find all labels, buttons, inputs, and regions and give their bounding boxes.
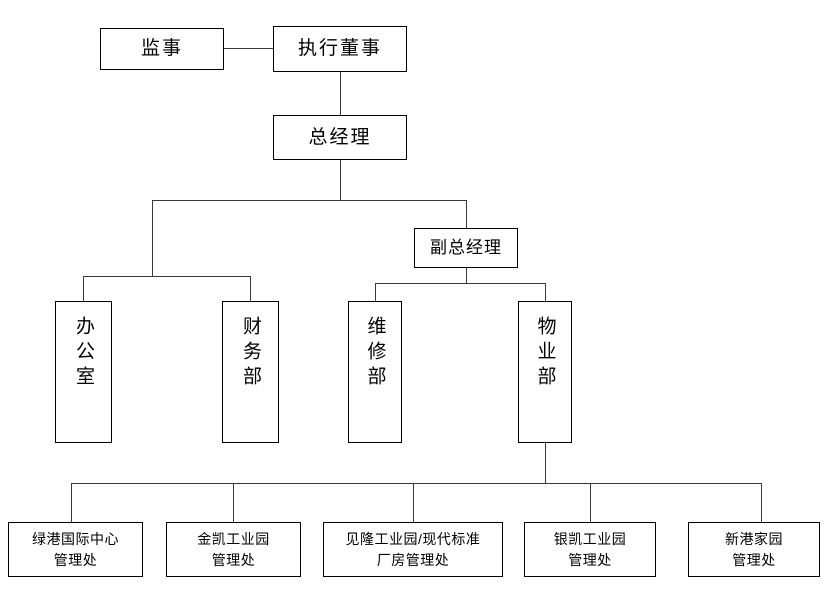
node-property-dept-label: 物业部 — [534, 316, 556, 391]
connector-office-2-drop — [233, 483, 234, 522]
connector-office-1-drop — [71, 483, 72, 522]
node-deputy-general-manager-label: 副总经理 — [430, 237, 502, 257]
connector-gm-bus-right-drop — [466, 200, 467, 228]
node-executive-director[interactable]: 执行董事 — [273, 26, 407, 72]
node-management-office-4[interactable]: 银凯工业园 管理处 — [524, 522, 656, 577]
connector-deputy-drop — [466, 268, 467, 283]
node-finance-dept[interactable]: 财务部 — [222, 301, 279, 443]
node-office-label: 办公室 — [73, 316, 94, 391]
connector-offices-bus — [71, 483, 761, 484]
connector-office-4-drop — [590, 483, 591, 522]
node-general-manager[interactable]: 总经理 — [273, 115, 407, 160]
connector-deputy-bus — [375, 283, 546, 284]
node-management-office-3-label: 见隆工业园/现代标准 厂房管理处 — [345, 530, 481, 568]
node-general-manager-label: 总经理 — [308, 126, 372, 148]
connector-office-3-drop — [413, 483, 414, 522]
node-executive-director-label: 执行董事 — [297, 38, 382, 60]
connector-admin-bus — [83, 276, 250, 277]
connector-gm-drop — [340, 160, 341, 200]
connector-maintenance-drop — [375, 283, 376, 301]
node-management-office-1-label: 绿港国际中心 管理处 — [32, 530, 119, 568]
node-supervisor[interactable]: 监事 — [100, 28, 224, 70]
connector-supervisor-to-executive — [224, 48, 273, 49]
node-property-dept[interactable]: 物业部 — [518, 301, 572, 443]
node-finance-dept-label: 财务部 — [240, 316, 261, 391]
node-management-office-5-label: 新港家园 管理处 — [725, 530, 783, 568]
connector-office-5-drop — [761, 483, 762, 522]
connector-office-drop — [83, 276, 84, 301]
node-management-office-1[interactable]: 绿港国际中心 管理处 — [8, 522, 143, 577]
node-management-office-2-label: 金凯工业园 管理处 — [197, 530, 270, 568]
node-office[interactable]: 办公室 — [55, 301, 112, 443]
node-management-office-4-label: 银凯工业园 管理处 — [553, 530, 627, 568]
node-deputy-general-manager[interactable]: 副总经理 — [414, 228, 518, 268]
connector-gm-bus — [152, 200, 466, 201]
node-management-office-5[interactable]: 新港家园 管理处 — [688, 522, 820, 577]
node-maintenance-dept-label: 维修部 — [364, 316, 386, 391]
node-management-office-2[interactable]: 金凯工业园 管理处 — [166, 522, 301, 577]
connector-gm-bus-left-drop — [152, 200, 153, 276]
node-management-office-3[interactable]: 见隆工业园/现代标准 厂房管理处 — [323, 522, 503, 577]
connector-executive-to-gm — [340, 72, 341, 115]
connector-property-drop — [545, 283, 546, 301]
node-maintenance-dept[interactable]: 维修部 — [348, 301, 402, 443]
node-supervisor-label: 监事 — [140, 38, 183, 60]
connector-property-to-offices — [545, 443, 546, 483]
connector-finance-drop — [250, 276, 251, 301]
